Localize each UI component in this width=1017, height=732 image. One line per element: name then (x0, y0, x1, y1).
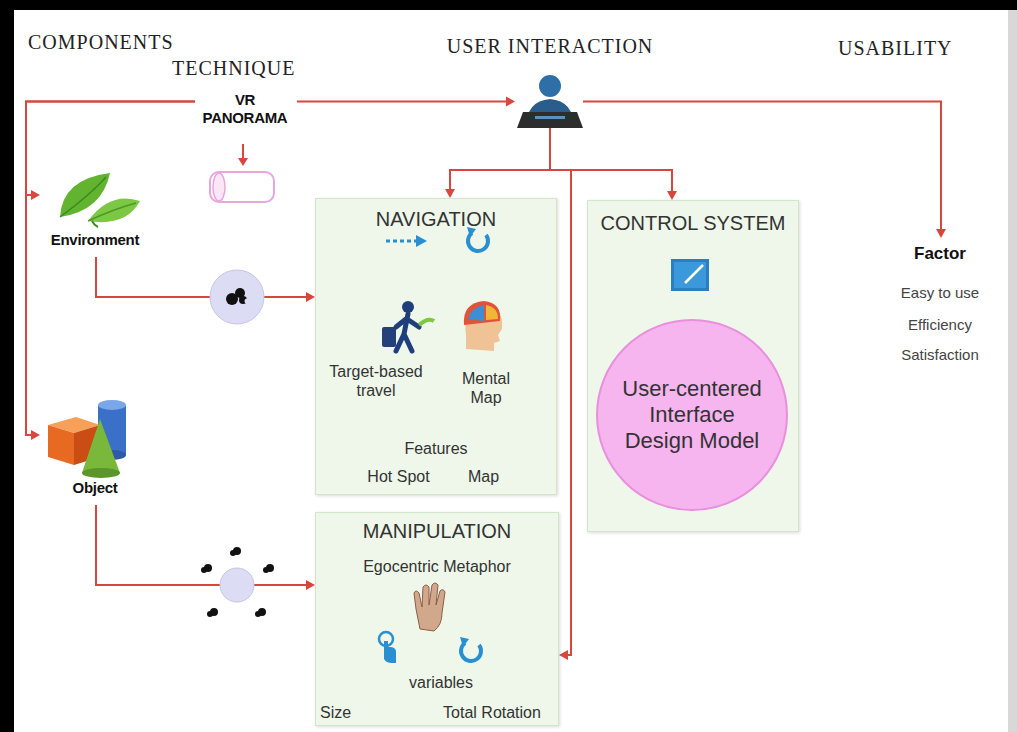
arrow-head (31, 190, 40, 200)
panorama-cylinder (210, 144, 274, 202)
panel-box: MANIPULATION Egocentric Metaphor variables… (315, 512, 559, 726)
panel-box: CONTROL SYSTEM User-centered Interface De… (587, 200, 799, 532)
node-text: Mental Map (451, 369, 521, 407)
manipulation-icons (316, 513, 558, 727)
technique-label: VR PANORAMA (195, 86, 297, 142)
node-title: User-centered Interface Design Model (612, 376, 772, 454)
node-title: Object (40, 479, 150, 497)
user-node: USER INTERACTION (425, 28, 677, 133)
flow-arrow (26, 102, 195, 201)
factor-list: FactorEasy to useEfficiencySatisfaction (875, 238, 1007, 373)
node-text: Map (456, 467, 511, 486)
node-text: Hot Spot (351, 467, 446, 486)
section-heading: USABILITY (838, 36, 953, 60)
node-text: Easy to use (875, 284, 1005, 302)
arrow-head (31, 430, 40, 440)
flow-arrow (445, 128, 550, 198)
arrow-head (559, 650, 568, 660)
environment-circle (210, 270, 264, 324)
node-text: Features (386, 439, 486, 458)
component-node: Object (40, 395, 152, 505)
flow-arrow (26, 102, 195, 441)
section-heading: COMPONENTS (28, 30, 174, 54)
connector-line (96, 505, 306, 585)
frame-shadow (1008, 10, 1017, 732)
connector-line (297, 101, 506, 103)
arrow-head (306, 580, 315, 590)
node-title: NAVIGATION (316, 207, 556, 231)
node-text: Efficiency (875, 316, 1005, 334)
node-title: VR PANORAMA (195, 91, 295, 127)
flow-arrow (297, 97, 515, 107)
node-title: CONTROL SYSTEM (588, 211, 798, 235)
component-node: Environment (40, 165, 152, 257)
node-text: variables (396, 673, 486, 692)
panel-box: NAVIGATION Target-based travel Mental MapF… (315, 198, 557, 495)
node-title: USER INTERACTION (425, 34, 675, 58)
arrow-head (306, 292, 315, 302)
section-heading: TECHNIQUE (172, 56, 295, 80)
frame-bar (0, 0, 1017, 10)
model-circle: User-centered Interface Design Model (596, 319, 788, 511)
node-text: Target-based travel (316, 362, 436, 400)
connector-line (96, 257, 306, 297)
frame-bar (0, 0, 14, 732)
connector-line (26, 102, 195, 436)
node-text: Size (320, 703, 370, 722)
arrow-head (445, 189, 455, 198)
connector-line (550, 128, 672, 191)
arrow-head (667, 191, 677, 200)
node-title: Factor (875, 244, 1005, 264)
arrow-head (506, 97, 515, 107)
connector-line (26, 102, 195, 196)
node-text: Egocentric Metaphor (316, 557, 558, 576)
node-title: MANIPULATION (316, 519, 558, 543)
user-icon (517, 75, 583, 128)
node-title: Environment (40, 231, 150, 249)
node-text: Satisfaction (875, 346, 1005, 364)
flow-arrow (550, 128, 677, 200)
arrow-head (936, 229, 946, 238)
node-text: Total Rotation (428, 703, 556, 722)
flow-arrow (583, 102, 946, 239)
object-circle (201, 547, 274, 617)
flow-arrow (96, 257, 315, 302)
flow-arrow (96, 505, 315, 590)
connector-line (450, 128, 550, 189)
